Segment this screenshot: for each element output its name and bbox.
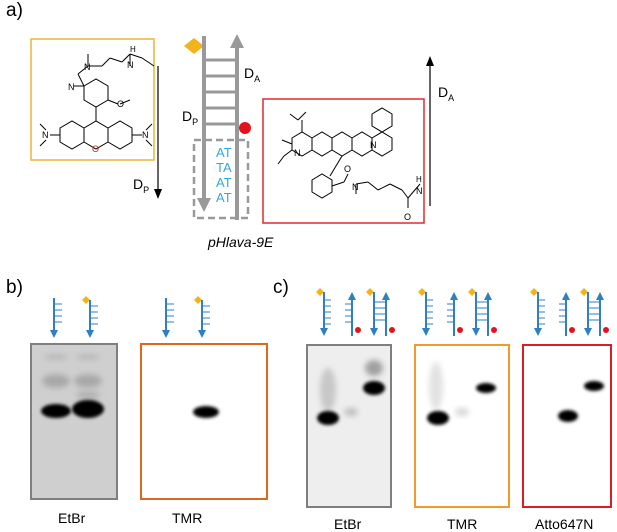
donor-dye-marker xyxy=(184,38,204,54)
svg-text:N: N xyxy=(416,186,423,196)
svg-text:N: N xyxy=(42,130,49,140)
panel-b-strand-icons xyxy=(50,296,210,338)
ss-strand-donor-icon-2 xyxy=(194,296,210,338)
base-pair-3: AT xyxy=(216,175,232,190)
gel-c-etbr-caption: EtBr xyxy=(334,516,362,532)
dp-arrow xyxy=(154,66,162,199)
base-pair-4: AT xyxy=(216,190,232,205)
band xyxy=(427,411,449,425)
da-arrow xyxy=(426,56,434,206)
panel-c-strand-icons-2 xyxy=(418,288,497,336)
band xyxy=(584,381,604,391)
dp-label-donor: DP xyxy=(133,176,150,195)
svg-text:N: N xyxy=(68,82,75,92)
band xyxy=(476,383,496,393)
acceptor-dye-marker xyxy=(239,122,251,134)
gel-c-etbr xyxy=(306,344,392,508)
da-label-ladder: DA xyxy=(244,65,261,84)
gel-c-tmr xyxy=(414,344,510,508)
construct-name: pHlava-9E xyxy=(208,234,274,250)
svg-text:N: N xyxy=(370,140,377,150)
svg-text:N: N xyxy=(127,60,134,70)
ss-strand-icon xyxy=(50,298,62,338)
svg-text:N: N xyxy=(84,62,91,72)
gel-c-atto647n-caption: Atto647N xyxy=(535,516,594,532)
gel-b-tmr-caption: TMR xyxy=(172,510,203,526)
svg-text:N: N xyxy=(294,148,301,158)
da-label-acceptor: DA xyxy=(438,84,455,103)
svg-text:O: O xyxy=(404,212,411,222)
dp-label-ladder: DP xyxy=(182,108,199,127)
ss-strand-icon-2 xyxy=(162,298,174,338)
gel-b-tmr xyxy=(140,343,268,500)
base-pair-2: TA xyxy=(216,160,232,175)
band xyxy=(317,411,339,425)
band xyxy=(558,410,578,422)
panel-b-label: b) xyxy=(6,277,23,298)
svg-text:O: O xyxy=(344,164,351,174)
svg-text:H: H xyxy=(130,45,136,54)
gel-c-tmr-caption: TMR xyxy=(447,516,478,532)
svg-text:N: N xyxy=(352,182,359,192)
gel-b-etbr-caption: EtBr xyxy=(58,510,86,526)
base-pair-1: AT xyxy=(216,145,232,160)
ss-strand-donor-icon xyxy=(82,296,98,338)
band xyxy=(41,404,71,418)
svg-text:O: O xyxy=(117,99,124,109)
gel-b-etbr xyxy=(30,343,118,500)
svg-text:N: N xyxy=(142,130,149,140)
gel-c-atto647n xyxy=(522,344,612,508)
panel-c-strand-icons-3 xyxy=(530,288,609,336)
donor-dye-structure: N N H N O O N N xyxy=(30,38,155,161)
dna-ladder xyxy=(184,34,251,220)
band xyxy=(72,400,104,418)
panel-c-strand-icons-1 xyxy=(316,288,395,336)
band xyxy=(363,381,385,395)
svg-text:H: H xyxy=(416,175,422,184)
acceptor-dye-structure: N N N O O H N xyxy=(262,98,425,224)
panel-c-label: c) xyxy=(273,277,289,298)
panel-a-label: a) xyxy=(6,0,23,21)
band xyxy=(193,406,219,418)
svg-text:O: O xyxy=(92,144,99,154)
